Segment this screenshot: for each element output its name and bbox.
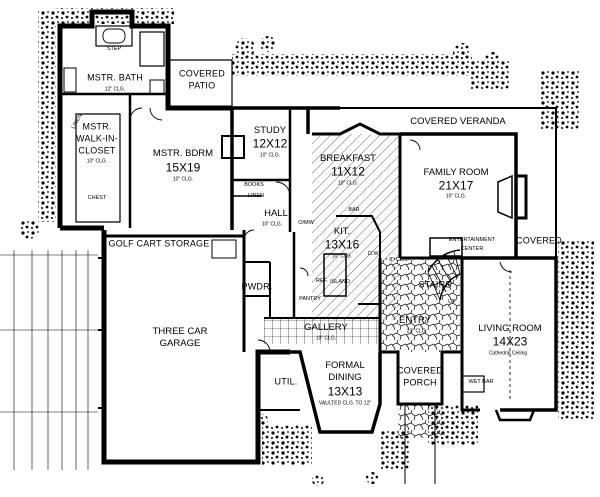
covered-patio-line2: PATIO bbox=[188, 80, 216, 91]
master-closet-line2: WALK-IN- bbox=[76, 133, 118, 144]
formal-dining-ceiling: VAULTED CLG. TO 12" bbox=[318, 400, 372, 407]
utility-label: UTIL. bbox=[274, 376, 298, 387]
driveway bbox=[0, 250, 98, 470]
books-label: BOOKS bbox=[244, 182, 264, 189]
living-room-label: LIVING ROOM bbox=[478, 323, 542, 335]
gallery-ceiling: 10" CLG. bbox=[315, 335, 337, 342]
breakfast-ceiling: 10" CLG. bbox=[337, 180, 359, 187]
covered-veranda-label: COVERED VERANDA bbox=[410, 116, 506, 128]
stairs-label: STAIRS bbox=[418, 279, 452, 290]
kitchen-ceiling: 10" CLG. bbox=[331, 253, 353, 260]
ref-label: REF. bbox=[316, 278, 328, 285]
master-bedroom-label: MSTR. BDRM bbox=[152, 148, 214, 160]
landscaping bbox=[19, 8, 594, 486]
powder-label: PWDR. bbox=[241, 281, 273, 292]
covered-patio-line1: COVERED bbox=[179, 68, 225, 79]
mw-label: O/MW bbox=[298, 220, 314, 227]
gallery-label: GALLERY bbox=[304, 322, 348, 334]
entertainment-line1: ENTERTAINMENT bbox=[448, 237, 496, 244]
breakfast-dims: 11X12 bbox=[331, 164, 365, 179]
dw-label: D.W. bbox=[368, 251, 380, 258]
formal-dining-dims: 13X13 bbox=[327, 384, 363, 399]
study-ceiling: 10" CLG. bbox=[259, 152, 281, 159]
family-room-ceiling: 10" CLG. bbox=[445, 193, 467, 200]
floor-finishes bbox=[264, 134, 460, 438]
family-room-label: FAMILY ROOM bbox=[423, 167, 489, 179]
entertainment-line2: CENTER bbox=[460, 246, 484, 253]
entry-label: ENTRY bbox=[398, 315, 432, 327]
study-dims: 12X12 bbox=[252, 136, 288, 151]
breakfast-label: BREAKFAST bbox=[320, 153, 376, 165]
walls bbox=[57, 9, 558, 484]
covered-right-label: COVERED bbox=[516, 235, 562, 246]
living-room-ceiling: Cathedral Ceiling bbox=[488, 350, 528, 357]
study-label: STUDY bbox=[253, 125, 287, 137]
formal-dining-line1: FORMAL bbox=[325, 360, 365, 372]
master-bath-ceiling: 12" CLG. bbox=[104, 86, 126, 93]
master-bedroom-dims: 15X19 bbox=[165, 160, 201, 175]
master-closet-ceiling: 10" CLG. bbox=[86, 158, 108, 165]
entry-ceiling: 23" CLG. bbox=[406, 328, 428, 335]
master-bedroom-ceiling: 10" CLG. bbox=[172, 176, 194, 183]
master-bath-label: MSTR. BATH bbox=[87, 72, 143, 83]
garage-line1: THREE CAR bbox=[152, 326, 208, 338]
up-label: UP bbox=[448, 299, 456, 306]
hall-label: HALL bbox=[264, 208, 288, 220]
formal-dining-line2: DINING bbox=[328, 372, 362, 384]
kitchen-dims: 13X16 bbox=[324, 237, 360, 252]
living-room-dims: 14X23 bbox=[492, 334, 528, 349]
hall-ceiling: 10" CLG. bbox=[261, 221, 283, 228]
covered-porch-line1: COVERED bbox=[397, 365, 443, 376]
ceiling-8-label: 8" CLG. bbox=[389, 257, 409, 264]
island-label: ISLAND bbox=[330, 279, 350, 286]
doors bbox=[129, 107, 513, 353]
golf-cart-label: GOLF CART STORAGE bbox=[108, 238, 210, 249]
step-label: STEP bbox=[106, 46, 122, 53]
pantry-label: PANTRY bbox=[299, 296, 321, 303]
garage-line2: GARAGE bbox=[159, 338, 201, 350]
family-room-dims: 21X17 bbox=[438, 178, 474, 193]
master-closet-line3: CLOSET bbox=[78, 145, 116, 156]
hall-linen-label: LINEN bbox=[247, 193, 265, 200]
master-closet-line1: MSTR. bbox=[82, 121, 112, 132]
bar-label: BAR bbox=[348, 207, 360, 214]
wet-bar-label: WET BAR bbox=[468, 379, 494, 386]
kitchen-label: KIT. bbox=[333, 226, 351, 238]
covered-porch-line2: PORCH bbox=[403, 377, 437, 388]
chest-label: CHEST bbox=[87, 195, 107, 202]
